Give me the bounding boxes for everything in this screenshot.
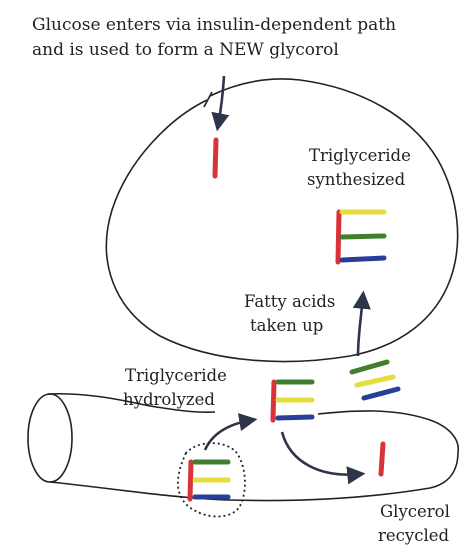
vessel-top-wall-right (318, 411, 458, 452)
glucose-entry-arrow (218, 76, 224, 126)
hydrolyzed-triglyceride (273, 382, 312, 420)
synthesized-triglyceride (338, 212, 384, 262)
vessel-bottom-wall (50, 452, 458, 501)
cell-membrane-gap (204, 92, 212, 107)
free-fatty-acids (352, 362, 398, 398)
label-triglyceride-synthesized-2: synthesized (307, 168, 405, 191)
label-fatty-acids-2: taken up (250, 314, 323, 337)
label-glycerol-recycled-1: Glycerol (380, 500, 450, 523)
new-glycerol-bar (215, 140, 216, 176)
label-fatty-acids-1: Fatty acids (244, 290, 335, 313)
vessel-end (28, 394, 72, 482)
fatty-acid-uptake-arrow (358, 296, 363, 356)
vessel-triglyceride (190, 462, 228, 499)
recycled-glycerol-bar (381, 444, 383, 474)
label-triglyceride-hydrolyzed-1: Triglyceride (125, 364, 227, 387)
label-triglyceride-hydrolyzed-2: hydrolyzed (123, 388, 215, 411)
hydrolysis-arrow (205, 420, 252, 450)
caption-line-2: and is used to form a NEW glycorol (32, 39, 339, 62)
caption-line-1: Glucose enters via insulin-dependent pat… (32, 14, 396, 37)
label-triglyceride-synthesized-1: Triglyceride (309, 144, 411, 167)
label-glycerol-recycled-2: recycled (378, 524, 449, 547)
glycerol-recycle-arrow (282, 432, 360, 475)
